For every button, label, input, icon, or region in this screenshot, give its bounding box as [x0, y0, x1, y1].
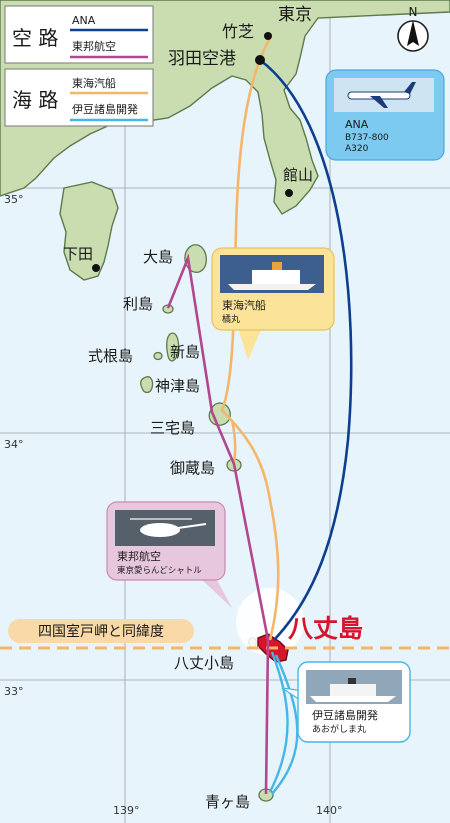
callout-toho-sub: 東京愛らんどシャトル [117, 565, 202, 576]
callout-tokai-pointer [238, 328, 262, 360]
label-kozushima: 神津島 [155, 377, 200, 395]
route-izu-kaihatsu-2 [271, 654, 299, 795]
grid-label-35: 35° [4, 193, 24, 206]
legend-air-box [4, 5, 154, 64]
legend-sea: 海 路 東海汽船 伊豆諸島開発 [4, 68, 154, 127]
legend-sea-route-1: 東海汽船 [72, 76, 116, 90]
callout-toho-title: 東邦航空 [117, 549, 161, 563]
label-hachijokojima: 八丈小島 [174, 654, 234, 672]
place-labels: 東京 竹芝 羽田空港 館山 下田 大島 利島 式根島 新島 神津島 三宅島 御蔵… [63, 5, 363, 811]
callout-izu: 伊豆諸島開発 あおがしま丸 [281, 661, 411, 743]
label-niijima: 新島 [170, 343, 200, 361]
island-shikinejima [153, 351, 163, 361]
dot-takeshiba [264, 32, 272, 40]
dot-shimoda [92, 264, 100, 272]
callout-tokai-sub: 橘丸 [222, 313, 240, 325]
parallel-note-pill [8, 619, 194, 643]
izu-peninsula [59, 181, 119, 281]
route-ana [259, 58, 353, 641]
grid-label-140: 140° [316, 804, 343, 817]
callout-ana: ANA B737-800 A320 [325, 69, 445, 161]
island-kozushima [140, 376, 154, 394]
dot-haneda [255, 55, 265, 65]
label-tateyama: 館山 [283, 166, 313, 184]
label-miyakejima: 三宅島 [150, 419, 195, 437]
legend-air: 空 路 ANA 東邦航空 [4, 5, 154, 64]
callout-izu-title: 伊豆諸島開発 [312, 708, 378, 722]
callout-ana-line1: B737-800 [345, 133, 389, 143]
label-toshima: 利島 [123, 295, 153, 313]
label-shikinejima: 式根島 [88, 347, 133, 365]
route-toho-air [166, 253, 270, 795]
label-shimoda: 下田 [63, 245, 93, 263]
legend-air-route-2: 東邦航空 [72, 39, 116, 53]
callout-tokai: 東海汽船 橘丸 [211, 247, 335, 360]
parallel-note-text: 四国室戸岬と同緯度 [38, 623, 164, 640]
callout-ana-title: ANA [345, 118, 369, 131]
route-tokai-kisen-branch [230, 419, 237, 463]
callout-ana-line2: A320 [345, 144, 369, 154]
label-mikurajima: 御蔵島 [170, 459, 215, 477]
place-dots [92, 32, 293, 272]
label-hachijojima: 八丈島 [288, 614, 363, 643]
ship-icon-2 [310, 678, 396, 702]
compass-label: N [409, 5, 418, 19]
grid-label-34: 34° [4, 438, 24, 451]
parallel-note: 四国室戸岬と同緯度 [8, 619, 194, 643]
label-tokyo: 東京 [278, 5, 312, 25]
ship-icon [228, 262, 316, 290]
legend-sea-box [4, 68, 154, 127]
legend-sea-title: 海 路 [12, 88, 58, 112]
compass: N [397, 5, 429, 52]
callout-toho-pointer [200, 578, 232, 608]
route-tokai-kisen [220, 37, 280, 641]
dot-tateyama [285, 189, 293, 197]
route-izu-kaihatsu [268, 651, 289, 793]
label-aogashima: 青ヶ島 [205, 793, 250, 811]
legend-sea-route-2: 伊豆諸島開発 [72, 102, 138, 116]
callout-tokai-title: 東海汽船 [222, 298, 266, 312]
label-oshima: 大島 [143, 248, 173, 266]
grid-label-139: 139° [113, 804, 140, 817]
label-haneda: 羽田空港 [168, 49, 236, 69]
helicopter-icon [130, 518, 207, 537]
callout-toho: 東邦航空 東京愛らんどシャトル [106, 501, 232, 608]
legend-air-route-1: ANA [72, 14, 96, 27]
airplane-icon [347, 82, 416, 108]
grid-label-33: 33° [4, 685, 24, 698]
island-niijima [166, 332, 180, 362]
hachijojima-glow [236, 588, 304, 656]
label-takeshiba: 竹芝 [222, 22, 254, 41]
legend-air-title: 空 路 [12, 26, 58, 50]
callout-izu-sub: あおがしま丸 [312, 723, 366, 735]
compass-north-arrow-icon [407, 20, 419, 46]
